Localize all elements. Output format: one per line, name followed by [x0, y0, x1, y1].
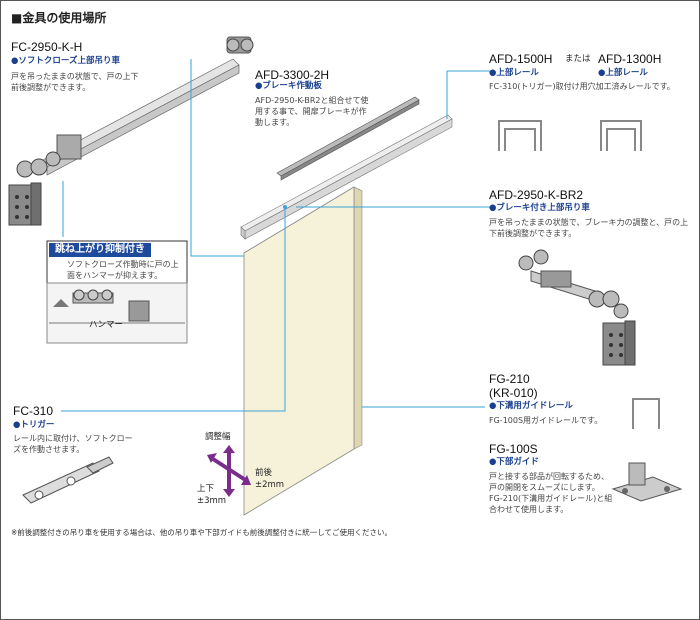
fg100s-part: FG-100S: [489, 442, 538, 456]
section-title: ■金具の使用場所: [11, 11, 107, 25]
afd1300-name: ●上部レール: [598, 68, 648, 78]
fg100s-desc: 戸と接する部品が回転するため、戸の開閉をスムーズにします。FG-210(下溝用ガ…: [489, 472, 613, 514]
upper-rail: [240, 114, 453, 240]
afd1500-desc: FC-310(トリガー)取付け用穴加工済みレールです。: [489, 82, 675, 91]
fc2950-part: FC-2950-K-H: [11, 40, 83, 54]
footnote: ※前後調整付きの吊り車を使用する場合は、他の吊り車や下部ガイドも前後調整付きに統…: [11, 528, 393, 537]
afd2950br2-desc: 戸を吊ったままの状態で、ブレーキ力の調整と、戸の上下前後調整ができます。: [489, 218, 689, 238]
adjust-depth: 前後: [255, 468, 273, 478]
callout-desc: ソフトクローズ作動時に戸の上面をハンマーが抑えます。: [67, 260, 179, 280]
afd-or: または: [565, 54, 591, 64]
callout-hammer-label: ハンマー: [89, 320, 124, 330]
brake-plate: [276, 96, 420, 181]
guide-rail-profile: [632, 398, 660, 429]
trigger-part: [22, 456, 114, 504]
lower-guide: [611, 462, 683, 502]
rail-profile-afd1500: [498, 120, 542, 151]
fc310-part: FC-310: [13, 404, 54, 418]
door-panel: [243, 186, 363, 516]
leader-lines: [61, 59, 491, 412]
fc310-desc: レール内に取付け、ソフトクローズを作動させます。: [13, 434, 133, 454]
callout-frame: [46, 240, 188, 344]
afd1300-part: AFD-1300H: [598, 52, 662, 66]
adjust-arrows: [211, 453, 249, 489]
fc2950-name: ●ソフトクローズ上部吊り車: [11, 56, 120, 66]
afd2950br2-name: ●ブレーキ付き上部吊り車: [489, 203, 590, 213]
rail-profile-afd1300: [600, 120, 642, 151]
afd2950br2-part: AFD-2950-K-BR2: [489, 188, 584, 202]
afd3300-part: AFD-3300-2H: [255, 68, 330, 82]
fc210-name: ●下溝用ガイドレール: [489, 401, 573, 411]
adjust-vertical-value: ±3mm: [197, 496, 227, 506]
fc210-part: FG-210: [489, 372, 530, 386]
fc210-part-alt: (KR-010): [489, 386, 538, 400]
afd3300-desc: AFD-2950-K-BR2と組合せて使用する事で、開扉ブレーキが作動します。: [255, 96, 369, 127]
adjust-label: 調整幅: [205, 432, 231, 442]
fc310-name: ●トリガー: [13, 420, 55, 430]
callout-title: 跳ね上がり抑制付き: [49, 243, 151, 257]
adjust-depth-value: ±2mm: [255, 480, 285, 490]
afd1500-part: AFD-1500H: [489, 52, 553, 66]
adjust-vertical: 上下: [197, 484, 215, 494]
fg100s-name: ●下部ガイド: [489, 457, 539, 467]
fc2950-desc: 戸を吊ったままの状態で、戸の上下前後調整ができます。: [11, 72, 139, 92]
fc210-desc: FG-100S用ガイドレールです。: [489, 416, 603, 425]
afd2950br2-hanger: [518, 249, 636, 366]
afd1500-name: ●上部レール: [489, 68, 539, 78]
afd3300-name: ●ブレーキ作動板: [255, 81, 322, 91]
